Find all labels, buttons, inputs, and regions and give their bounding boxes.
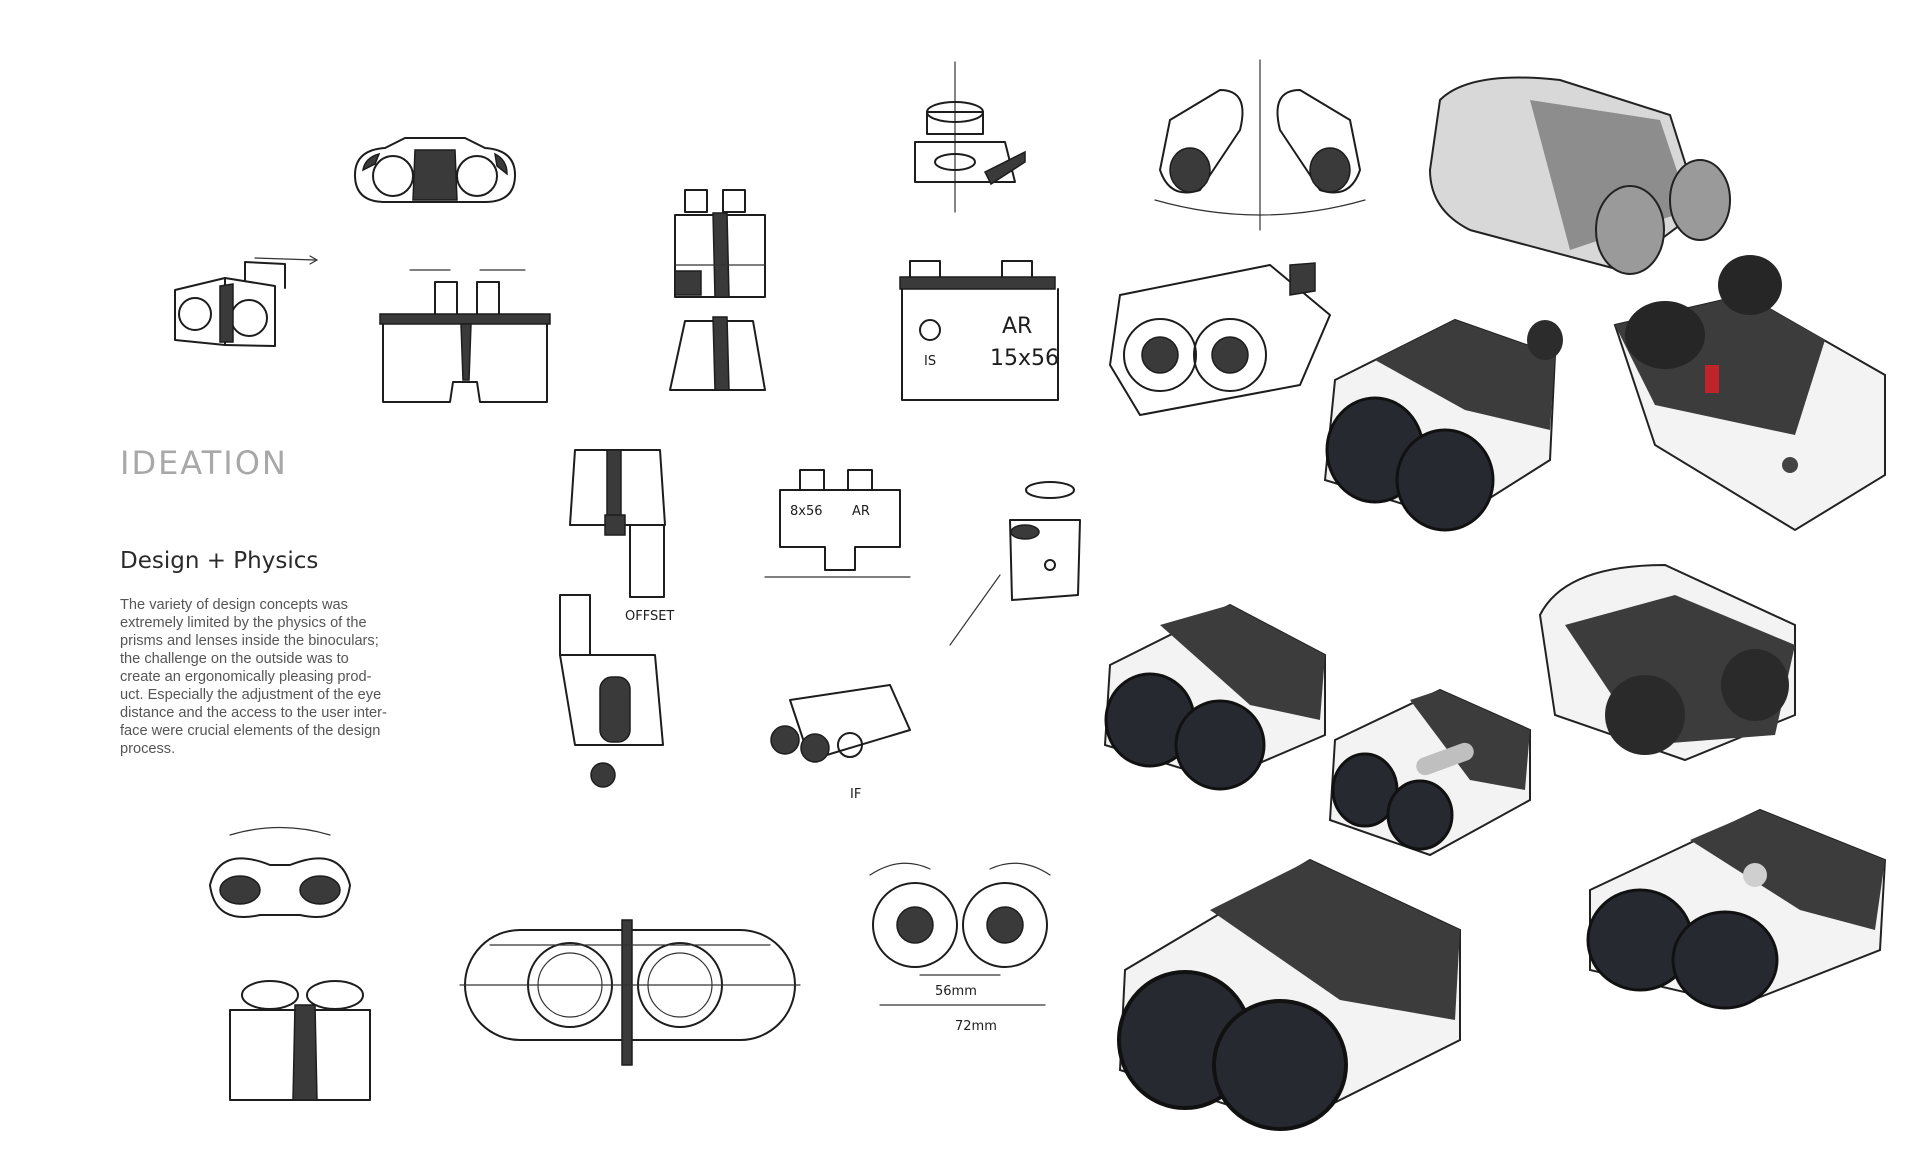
sketch-front-section xyxy=(379,269,551,403)
sketch-front-spec: 8x56 AR xyxy=(764,469,911,578)
note-if: IF xyxy=(850,787,861,802)
sketch-hinge-body xyxy=(229,980,371,1101)
description-line: distance and the access to the user inte… xyxy=(120,705,387,721)
description-line: The variety of design concepts was xyxy=(120,597,348,613)
render-white-button xyxy=(1586,808,1887,1010)
sketch-stacked-body xyxy=(669,189,766,391)
render-rear-red-button xyxy=(1613,255,1886,532)
description-line: create an ergonomically pleasing prod- xyxy=(120,669,372,685)
note-ar: AR xyxy=(1002,314,1032,339)
sketch-small-perspective: IF xyxy=(770,684,911,802)
render-white-front xyxy=(1323,318,1563,532)
render-white-angled xyxy=(1103,603,1326,791)
sketch-hinge-top xyxy=(209,826,351,918)
note-spec-small: 8x56 xyxy=(790,504,823,519)
note-spec: 15x56 xyxy=(990,346,1059,371)
description-line: the challenge on the outside was to xyxy=(120,651,349,667)
sketch-dial-detail xyxy=(949,481,1081,646)
description-line: uct. Especially the adjustment of the ey… xyxy=(120,687,382,703)
description-paragraph: The variety of design concepts was extre… xyxy=(120,596,420,758)
sketch-perspective-small xyxy=(174,255,319,347)
render-large-front xyxy=(1117,858,1461,1131)
render-gray-ghost xyxy=(1428,76,1731,275)
description-line: extremely limited by the physics of the xyxy=(120,615,367,631)
sketch-perspective-lenses xyxy=(1109,262,1331,416)
sketch-top-pair xyxy=(1154,59,1366,231)
sketch-top-view xyxy=(354,137,516,203)
note-offset: OFFSET xyxy=(625,609,674,624)
sketch-lens-detail xyxy=(914,61,1026,213)
render-white-slider xyxy=(1328,688,1531,857)
sketch-technical-plan xyxy=(459,919,801,1066)
note-ipd: 56mm xyxy=(935,984,977,999)
section-label: IDEATION xyxy=(120,444,288,482)
sketch-side-view-notes: IS AR 15x56 xyxy=(899,260,1059,401)
sketch-eyepiece-dims: 56mm 72mm xyxy=(869,862,1051,1034)
description-line: prisms and lenses inside the binoculars; xyxy=(120,633,379,649)
note-ar-small: AR xyxy=(852,504,870,519)
section-heading: Design + Physics xyxy=(120,548,319,574)
note-is: IS xyxy=(924,354,936,369)
description-line: face were crucial elements of the design xyxy=(120,723,381,739)
note-width: 72mm xyxy=(955,1019,997,1034)
render-dark-rear xyxy=(1538,563,1796,762)
sketch-vertical-section: OFFSET xyxy=(559,449,674,788)
description-line: process. xyxy=(120,741,176,757)
